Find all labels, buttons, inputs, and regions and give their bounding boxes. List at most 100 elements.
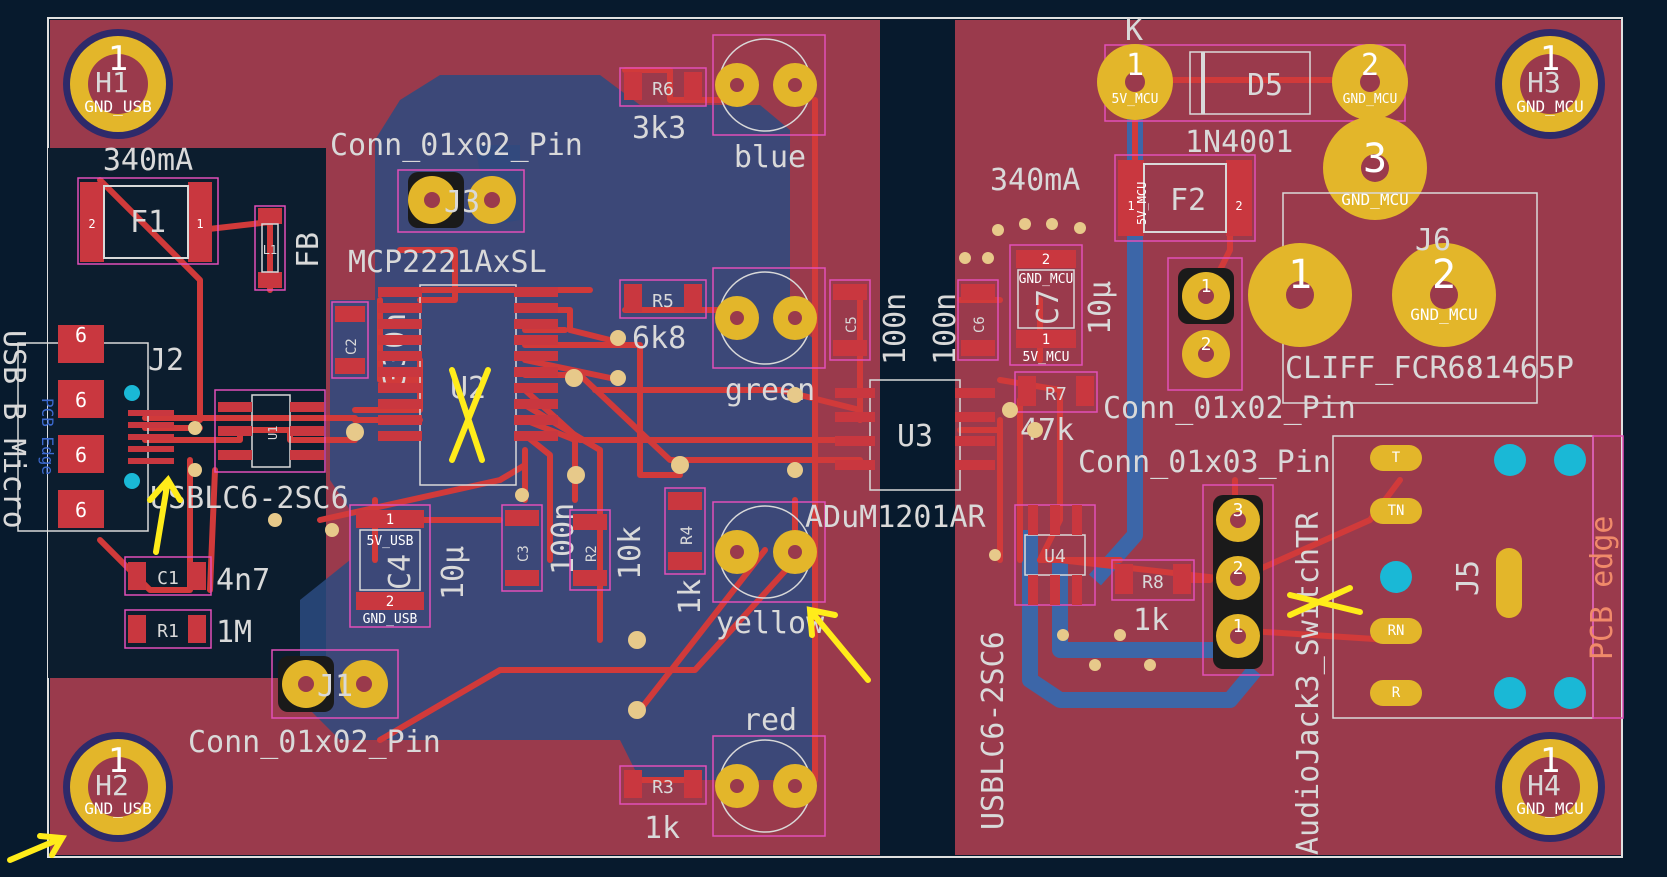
isolator-u3[interactable]: U3 ADuM1201AR <box>805 379 995 535</box>
r4-ref: R4 <box>677 526 696 545</box>
pad-number: 1 <box>1127 199 1134 213</box>
led-yellow[interactable]: yellow <box>712 501 826 641</box>
capacitor-c7[interactable]: 2 GND_MCU 1 5V_MCU C7 10µ <box>1009 244 1118 366</box>
connector-j8[interactable]: Conn_01x03_Pin 3 2 1 <box>1078 445 1331 676</box>
resistor-r4[interactable]: R4 1k <box>664 487 708 615</box>
led-blue[interactable]: blue <box>712 34 826 175</box>
jack-pin-r: R <box>1392 685 1401 701</box>
j7-part: Conn_01x02_Pin <box>1103 391 1356 426</box>
fuse-f2[interactable]: F2 5V_MCU 1 2 <box>1114 154 1256 242</box>
led-yellow-label: yellow <box>716 606 825 641</box>
fuse-f1[interactable]: 340mA F1 2 1 <box>77 143 219 265</box>
c4-ref: C4 <box>383 554 418 590</box>
r5-value: 6k8 <box>632 321 686 356</box>
j6-part: CLIFF_FCR681465P <box>1285 351 1574 386</box>
pad-number: 2 <box>1233 558 1244 579</box>
c1-ref: C1 <box>157 568 179 589</box>
tvs-u1[interactable]: U1 USBLC6-2SC6 <box>150 389 349 516</box>
pad-number: 1 <box>108 39 128 79</box>
vias <box>188 218 1156 719</box>
h3-net: GND_MCU <box>1516 97 1583 116</box>
c4-net-1: 5V_USB <box>367 534 414 549</box>
resistor-r8[interactable]: R8 1k <box>1111 559 1195 638</box>
capacitor-c3[interactable]: C3 100n <box>501 503 581 592</box>
r1-value: 1M <box>216 615 252 650</box>
capacitor-c6[interactable]: C6 100n <box>928 279 999 365</box>
h1-ref: H1 <box>95 66 129 99</box>
pad-number: 6 <box>75 498 87 522</box>
resistor-r6[interactable]: R6 3k3 <box>619 67 707 146</box>
c7-value: 10µ <box>1083 281 1118 335</box>
j1-ref: J1 <box>317 669 353 704</box>
fb-value: FB <box>291 232 326 268</box>
resistor-r2[interactable]: R2 10k <box>569 509 648 591</box>
connector-j3[interactable]: Conn_01x02_Pin J3 <box>330 128 583 233</box>
pad-number: 1 <box>386 512 394 528</box>
u2-part: MCP2221AxSL <box>348 245 547 280</box>
c3-value: 100n <box>546 503 581 575</box>
r4-value: 1k <box>673 579 708 615</box>
pad-number: 1 <box>1233 616 1244 637</box>
r2-ref: R2 <box>584 545 600 562</box>
annotation-marks <box>7 367 1363 863</box>
c7-net-2: 5V_MCU <box>1023 350 1070 365</box>
led-red-label: red <box>743 703 797 738</box>
capacitor-c4[interactable]: 1 5V_USB 2 GND_USB C4 10µ <box>349 504 471 628</box>
resistor-r5[interactable]: R5 6k8 <box>619 279 707 356</box>
c3-ref: C3 <box>516 545 532 562</box>
pad-number: 2 <box>1042 252 1050 268</box>
led-green[interactable]: green <box>712 267 826 408</box>
pad-number: 6 <box>75 323 87 347</box>
capacitor-c5[interactable]: C5 100n <box>829 279 913 365</box>
j5-part: AudioJack3_SwitchTR <box>1291 511 1326 855</box>
pad-number: 2 <box>88 217 95 231</box>
pad-number: 1 <box>196 217 203 231</box>
led-red[interactable]: red <box>712 703 826 837</box>
connector-j7[interactable]: 1 2 Conn_01x02_Pin <box>1103 257 1356 426</box>
pad-number: 2 <box>1432 252 1456 298</box>
resistor-r1[interactable]: R1 1M <box>124 609 252 650</box>
pcb-edge-left: PCB Edge <box>38 398 57 475</box>
pad-number: 1 <box>1288 252 1312 298</box>
h3-ref: H3 <box>1527 66 1561 99</box>
d5-k-label: K <box>1125 13 1143 48</box>
mounting-hole-h2[interactable]: 1 H2 GND_USB <box>63 732 173 842</box>
c4-net-2: GND_USB <box>363 612 418 627</box>
c1-value: 4n7 <box>216 563 270 598</box>
r2-value: 10k <box>613 526 648 580</box>
usb-connector-j2[interactable]: 6 6 6 6 J2 PCB Edge USB_B_Micro <box>0 323 184 532</box>
resistor-r3[interactable]: R3 1k <box>619 765 707 846</box>
r8-ref: R8 <box>1142 572 1164 593</box>
tvs-u4[interactable]: U4 USBLC6-2SC6 <box>976 504 1096 830</box>
board-right-half[interactable] <box>955 20 1621 855</box>
r3-ref: R3 <box>652 777 674 798</box>
capacitor-c1[interactable]: C1 4n7 <box>124 556 270 598</box>
j6-pad2-net: GND_MCU <box>1410 305 1477 324</box>
mounting-hole-h4[interactable]: 1 H4 GND_MCU <box>1495 732 1605 842</box>
ferrite-bead-l1[interactable]: L1 FB <box>254 205 326 291</box>
r6-value: 3k3 <box>632 111 686 146</box>
j6-ref: J6 <box>1415 223 1451 258</box>
diode-d5[interactable]: K D5 1 5V_MCU 2 GND_MCU 1N4001 <box>1097 13 1408 160</box>
j2-ref: J2 <box>148 343 184 378</box>
j8-part: Conn_01x03_Pin <box>1078 445 1331 480</box>
connector-j6[interactable]: 1 2 GND_MCU J6 CLIFF_FCR681465P <box>1248 192 1574 404</box>
audio-jack-j5[interactable]: T TN RN R J5 PCB edge AudioJack3_SwitchT… <box>1291 435 1624 855</box>
j3-ref: J3 <box>444 185 480 220</box>
resistor-r7[interactable]: R7 47k <box>1014 371 1098 448</box>
u3-part: ADuM1201AR <box>805 500 987 535</box>
pad-number: 2 <box>1235 199 1242 213</box>
d5-pad2-net: GND_MCU <box>1343 92 1398 107</box>
mounting-hole-h1[interactable]: 1 H1 GND_USB <box>63 29 173 139</box>
pad3-net: GND_MCU <box>1341 190 1408 209</box>
j3-part: Conn_01x02_Pin <box>330 128 583 163</box>
j5-ref: J5 <box>1451 560 1486 596</box>
mounting-hole-h3[interactable]: 1 H3 GND_MCU <box>1495 29 1605 139</box>
f2-ref: F2 <box>1170 183 1206 218</box>
pad-3-gnd-mcu[interactable]: 3 GND_MCU <box>1323 116 1427 220</box>
h4-net: GND_MCU <box>1516 799 1583 818</box>
connector-j1[interactable]: J1 Conn_01x02_Pin <box>188 649 441 760</box>
c5-value: 100n <box>878 293 913 365</box>
pad-number: 1 <box>1126 48 1144 83</box>
